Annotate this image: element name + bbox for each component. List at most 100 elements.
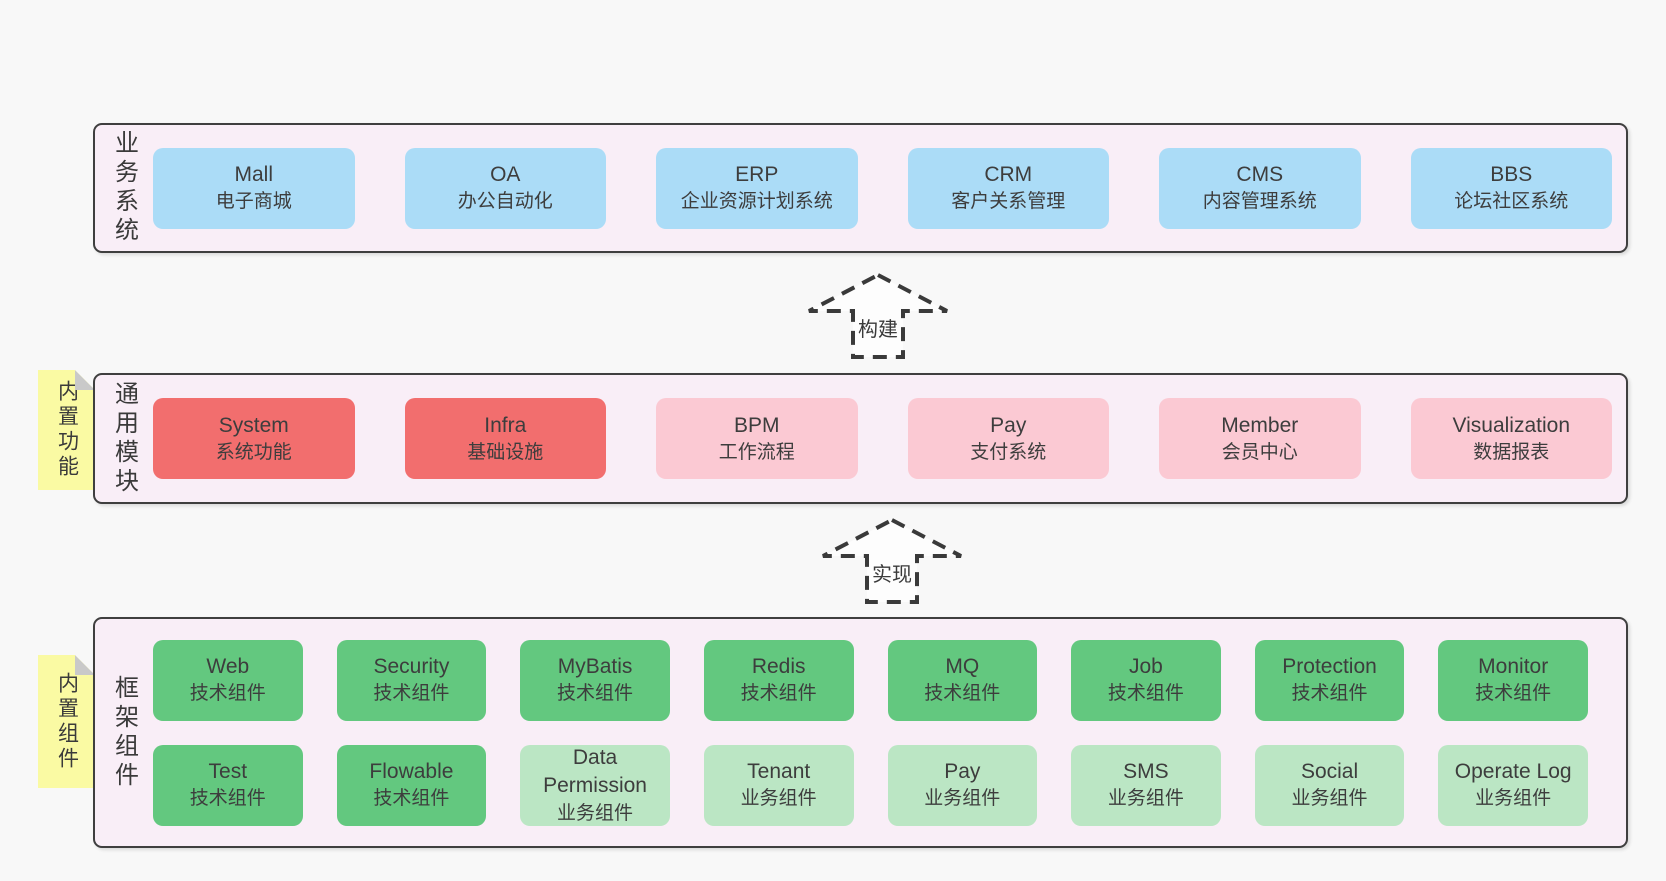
box-subtitle: 办公自动化 xyxy=(457,191,553,213)
box-subtitle: 技术组件 xyxy=(373,683,450,705)
box-subtitle: 技术组件 xyxy=(557,683,634,705)
component-box: Test 技术组件 xyxy=(153,744,303,826)
box-title: Operate Log xyxy=(1454,760,1572,783)
box-title: Protection xyxy=(1282,655,1377,678)
box-subtitle: 技术组件 xyxy=(924,683,1001,705)
box-subtitle: 会员中心 xyxy=(1221,441,1298,463)
component-box: SMS 业务组件 xyxy=(1071,744,1221,826)
box-title: Job xyxy=(1129,655,1163,678)
box-subtitle: 客户关系管理 xyxy=(951,191,1066,213)
box-subtitle: 工作流程 xyxy=(718,441,795,463)
box-title: Infra xyxy=(484,413,527,437)
box-title: Test xyxy=(208,760,248,783)
box-title: Visualization xyxy=(1452,413,1571,437)
box-title: Pay xyxy=(944,760,981,783)
component-box: Operate Log 业务组件 xyxy=(1438,744,1588,826)
box-subtitle: 技术组件 xyxy=(189,683,266,705)
builtin-components-sticky-note: 内置组件 xyxy=(38,655,95,788)
box-title: CRM xyxy=(984,163,1033,186)
box-subtitle: 企业资源计划系统 xyxy=(680,191,833,213)
box-title: System xyxy=(218,413,289,437)
box-title: OA xyxy=(490,163,521,186)
sticky-note-label: 内置功能 xyxy=(55,380,79,480)
box-subtitle: 业务组件 xyxy=(1291,788,1368,810)
box-subtitle: 技术组件 xyxy=(1475,683,1552,705)
implement-arrow: 实现 xyxy=(820,517,964,605)
box-title: CMS xyxy=(1236,163,1284,186)
folded-corner xyxy=(75,655,95,675)
build-arrow: 构建 xyxy=(806,272,950,360)
box-title: BBS xyxy=(1490,163,1533,186)
box-title: Member xyxy=(1221,413,1299,437)
box-title: SMS xyxy=(1123,760,1169,783)
box-subtitle: 技术组件 xyxy=(373,788,450,810)
component-box: Member 会员中心 xyxy=(1159,398,1361,479)
box-grid: System 系统功能 Infra 基础设施 BPM 工作流程 Pay 支付系统 Member 会… xyxy=(153,375,1612,502)
component-box: Social 业务组件 xyxy=(1254,744,1405,826)
business-systems-panel: 业务系统 Mall 电子商城 OA 办公自动化 ERP 企业资源计划系统 CRM 客户关系管理… xyxy=(93,123,1628,253)
box-title: Data Permission xyxy=(543,745,647,798)
panel-title-business-systems: 业务系统 xyxy=(110,130,138,246)
component-box: Redis 技术组件 xyxy=(703,639,854,721)
component-box: Infra 基础设施 xyxy=(404,398,606,479)
box-subtitle: 内容管理系统 xyxy=(1202,191,1317,213)
component-box: ERP 企业资源计划系统 xyxy=(656,147,858,229)
box-title: MQ xyxy=(945,655,980,678)
box-subtitle: 论坛社区系统 xyxy=(1454,191,1569,213)
component-box: Mall 电子商城 xyxy=(153,147,355,229)
sticky-note-label: 内置组件 xyxy=(55,671,79,772)
box-subtitle: 业务组件 xyxy=(557,802,634,824)
component-box: Tenant 业务组件 xyxy=(703,744,854,826)
box-title: Security xyxy=(373,655,450,678)
component-box: CMS 内容管理系统 xyxy=(1159,147,1361,229)
component-box: Pay 业务组件 xyxy=(887,744,1038,826)
box-subtitle: 业务组件 xyxy=(924,788,1001,810)
panel-title-common-modules: 通用模块 xyxy=(110,380,138,497)
arrow-label: 实现 xyxy=(870,558,914,587)
box-subtitle: 数据报表 xyxy=(1473,441,1550,463)
component-box: System 系统功能 xyxy=(153,398,355,479)
box-subtitle: 系统功能 xyxy=(215,441,292,463)
box-subtitle: 技术组件 xyxy=(189,788,266,810)
component-box: Pay 支付系统 xyxy=(907,398,1109,479)
arrow-label: 构建 xyxy=(856,313,900,342)
component-box: Web 技术组件 xyxy=(153,639,303,721)
box-grid: Mall 电子商城 OA 办公自动化 ERP 企业资源计划系统 CRM 客户关系管理 CMS 内容… xyxy=(153,125,1612,251)
folded-corner xyxy=(75,370,95,390)
component-box: BPM 工作流程 xyxy=(656,398,858,479)
box-title: BPM xyxy=(733,413,780,437)
box-title: MyBatis xyxy=(557,655,633,678)
component-box: Security 技术组件 xyxy=(336,639,487,721)
box-title: ERP xyxy=(735,163,779,186)
common-modules-panel: 通用模块 System 系统功能 Infra 基础设施 BPM 工作流程 Pay 支付系统 Me… xyxy=(93,373,1628,504)
box-subtitle: 技术组件 xyxy=(1107,683,1184,705)
box-subtitle: 业务组件 xyxy=(1107,788,1184,810)
component-box: Monitor 技术组件 xyxy=(1438,639,1588,721)
component-box: Visualization 数据报表 xyxy=(1410,398,1612,479)
component-box: Flowable 技术组件 xyxy=(336,744,487,826)
box-title: Flowable xyxy=(369,760,454,783)
component-box: Job 技术组件 xyxy=(1071,639,1221,721)
box-subtitle: 业务组件 xyxy=(740,788,817,810)
box-title: Mall xyxy=(234,163,273,186)
box-subtitle: 技术组件 xyxy=(1291,683,1368,705)
component-box: CRM 客户关系管理 xyxy=(907,147,1109,229)
box-subtitle: 支付系统 xyxy=(970,441,1047,463)
box-title: Social xyxy=(1300,760,1359,783)
box-subtitle: 业务组件 xyxy=(1475,788,1552,810)
box-subtitle: 基础设施 xyxy=(467,441,544,463)
component-box: OA 办公自动化 xyxy=(404,147,606,229)
box-subtitle: 电子商城 xyxy=(215,191,292,213)
box-title: Redis xyxy=(751,655,806,678)
builtin-features-sticky-note: 内置功能 xyxy=(38,370,95,490)
box-title: Monitor xyxy=(1478,655,1549,678)
component-box: MyBatis 技术组件 xyxy=(520,639,670,721)
box-title: Web xyxy=(206,655,250,678)
box-title: Tenant xyxy=(747,760,811,783)
box-subtitle: 技术组件 xyxy=(740,683,817,705)
box-title: Pay xyxy=(990,413,1027,437)
component-box: BBS 论坛社区系统 xyxy=(1410,147,1612,229)
